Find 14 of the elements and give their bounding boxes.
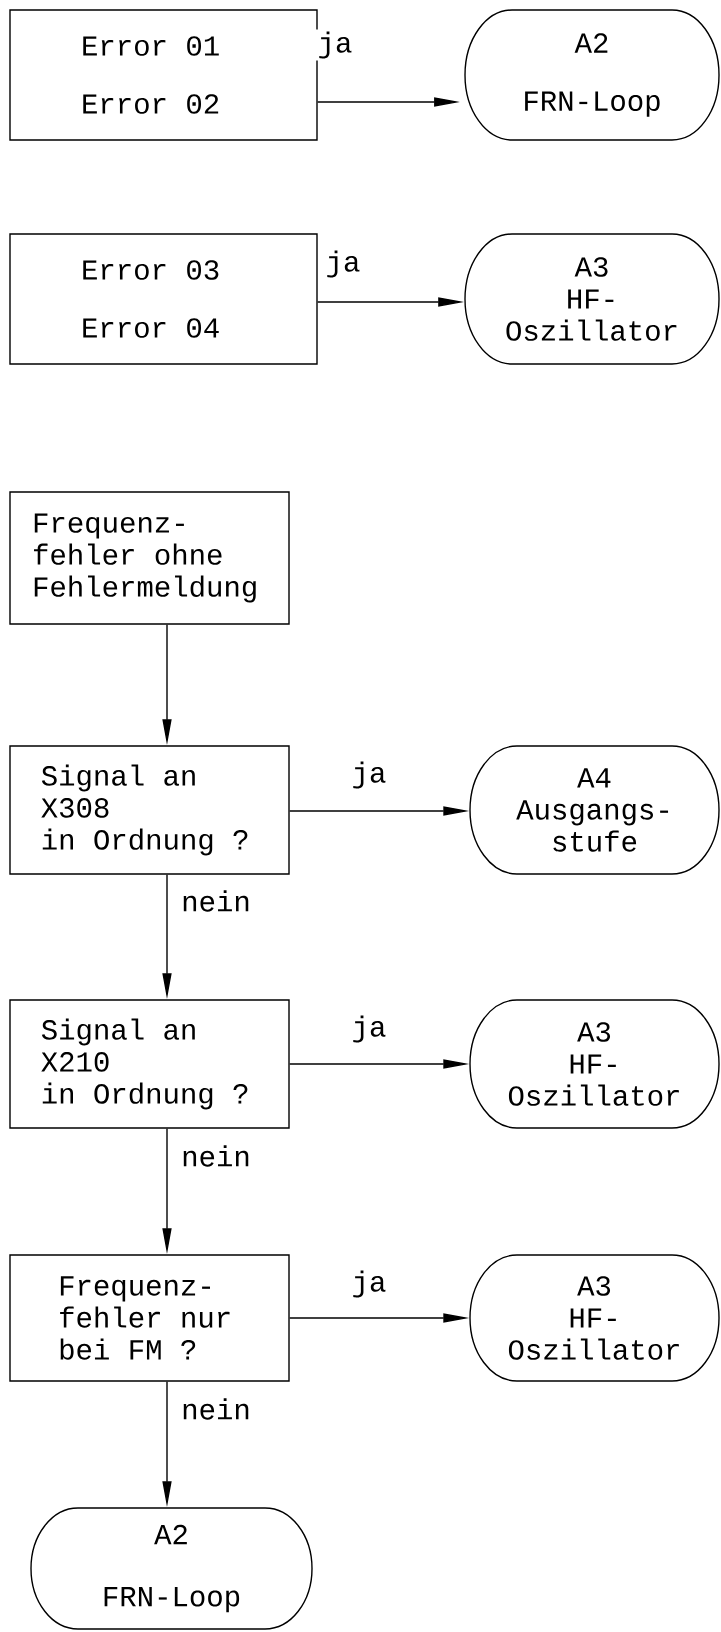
process-box: Error 01 Error 02 <box>9 9 318 141</box>
decision-box: Signal an X308 in Ordnung ? <box>9 745 290 875</box>
edge-label: ja <box>349 1268 389 1300</box>
edge-label: ja <box>315 29 355 61</box>
edge-label: nein <box>179 1143 253 1169</box>
edge-label: nein <box>179 888 253 914</box>
decision-box: Frequenz- fehler nur bei FM ? <box>9 1254 290 1382</box>
decision-box: Signal an X210 in Ordnung ? <box>9 999 290 1129</box>
process-box: Error 03 Error 04 <box>9 233 318 365</box>
edge-label: nein <box>179 1396 253 1422</box>
edge-label: ja <box>349 1013 389 1045</box>
edge-label: ja <box>349 759 389 791</box>
edge-label: ja <box>323 248 363 280</box>
process-box: Frequenz- fehler ohne Fehlermeldung <box>9 491 290 625</box>
